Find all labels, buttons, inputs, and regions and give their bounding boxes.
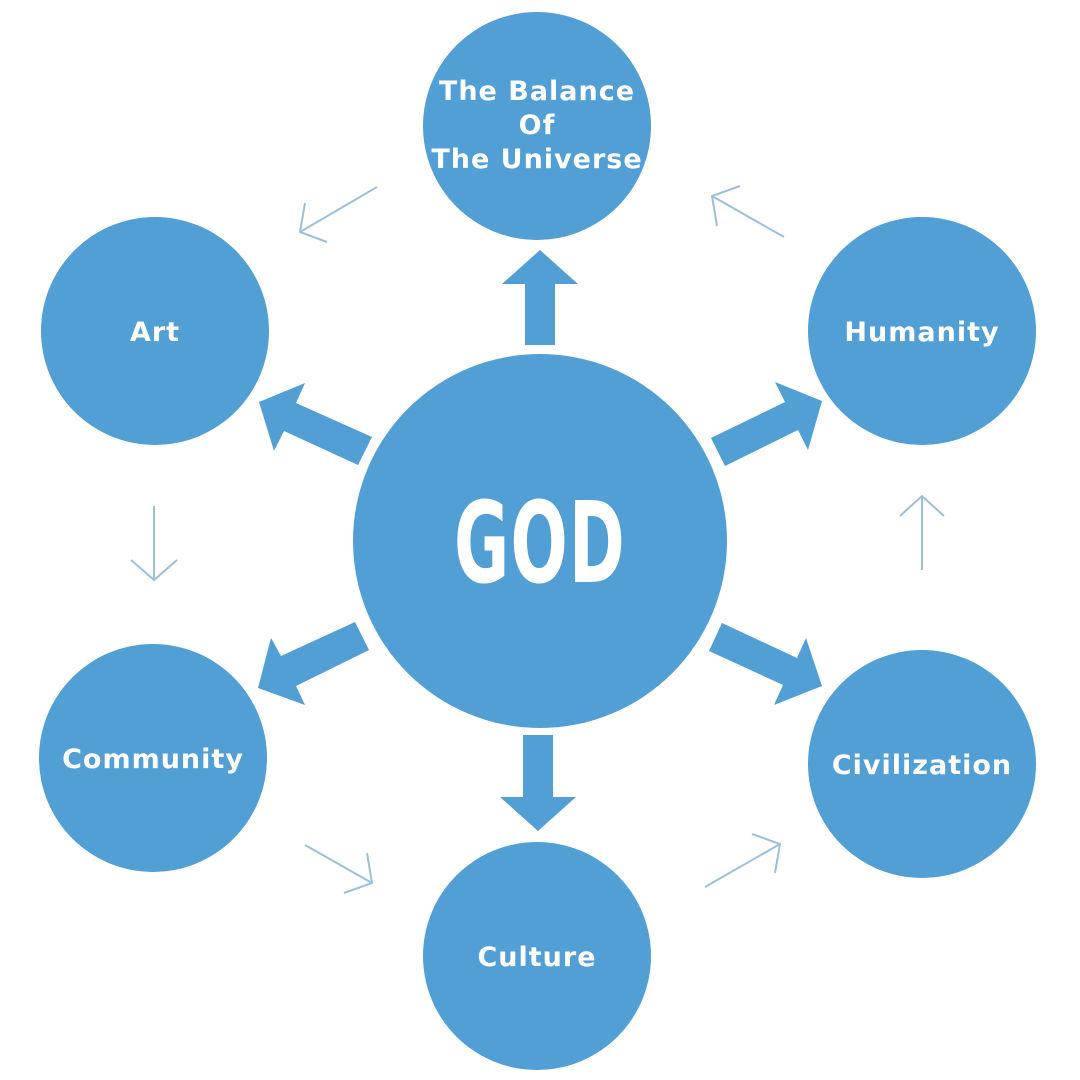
- node-art: Art: [41, 217, 269, 445]
- arrow-to-humanity: [711, 382, 822, 466]
- node-humanity-label: Humanity: [844, 317, 999, 348]
- node-community-circle: [39, 644, 267, 872]
- node-civilization-label: Civilization: [832, 750, 1012, 781]
- center-circle: [353, 354, 727, 728]
- node-balance-label-line-1: The Balance: [439, 76, 635, 107]
- node-art-label: Art: [130, 317, 180, 348]
- cycle-arrow-humanity-to-balance: [710, 185, 785, 238]
- node-humanity-circle: [808, 217, 1036, 445]
- node-balance-label-line-3: The Universe: [431, 144, 642, 175]
- node-culture-circle: [423, 842, 651, 1070]
- cycle-arrow-community-to-culture: [304, 844, 374, 894]
- node-civilization-circle: [808, 650, 1036, 878]
- center-node: GOD: [353, 354, 727, 728]
- arrow-to-art: [259, 383, 372, 465]
- cycle-arrows: [130, 185, 945, 894]
- arrow-to-balance: [502, 250, 578, 345]
- node-humanity: Humanity: [808, 217, 1036, 445]
- cycle-arrow-civilization-to-humanity: [899, 494, 945, 570]
- center-label: GOD: [454, 479, 626, 609]
- arrow-to-community: [258, 622, 369, 705]
- node-balance: The Balance Of The Universe: [423, 12, 651, 240]
- node-culture: Culture: [423, 842, 651, 1070]
- node-balance-label-line-2: Of: [519, 110, 556, 141]
- node-community-label: Community: [62, 744, 244, 775]
- arrow-to-culture: [500, 735, 576, 831]
- cycle-arrow-balance-to-art: [298, 186, 378, 243]
- radial-arrows: [258, 250, 822, 831]
- node-civilization: Civilization: [808, 650, 1036, 878]
- arrow-to-civilization: [709, 623, 822, 705]
- node-art-circle: [41, 217, 269, 445]
- cycle-arrow-culture-to-civilization: [704, 833, 782, 888]
- cycle-arrow-art-to-community: [130, 506, 178, 582]
- node-balance-circle: [423, 12, 651, 240]
- node-community: Community: [39, 644, 267, 872]
- node-culture-label: Culture: [477, 942, 596, 973]
